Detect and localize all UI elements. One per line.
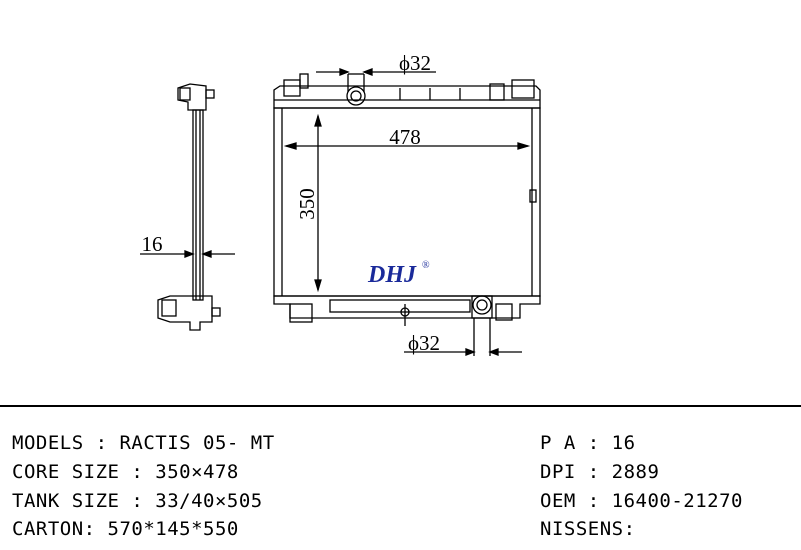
- spec-carton: CARTON: 570*145*550: [12, 518, 239, 540]
- radiator-drawing: ϕ32 478 350 16 ϕ32 DHJ ®: [140, 51, 541, 356]
- registered-mark: ®: [422, 260, 430, 271]
- section-divider: [0, 405, 801, 407]
- top-tank: [273, 73, 541, 109]
- width-dimension-label: 478: [389, 125, 421, 149]
- thickness-dimension-label: 16: [142, 232, 163, 256]
- spec-models: MODELS : RACTIS 05- MT: [12, 432, 275, 454]
- height-dimension: [314, 113, 322, 293]
- outlet-dimension: [404, 318, 522, 356]
- outlet-dimension-label: ϕ32: [408, 331, 440, 355]
- spec-core-size: CORE SIZE : 350×478: [12, 461, 239, 483]
- height-dimension-label: 350: [295, 188, 319, 220]
- spec-pa: P A : 16: [540, 432, 636, 454]
- width-dimension: [283, 142, 531, 150]
- inlet-dimension-label: ϕ32: [399, 51, 431, 75]
- bottom-tank: [273, 295, 541, 326]
- thickness-dimension: [140, 250, 235, 258]
- inlet-dimension: [316, 68, 436, 76]
- spec-oem: OEM : 16400-21270: [540, 490, 743, 512]
- brand-logo: DHJ: [367, 262, 417, 288]
- side-view: [157, 83, 221, 331]
- spec-dpi: DPI : 2889: [540, 461, 660, 483]
- spec-nissens: NISSENS:: [540, 518, 636, 540]
- spec-tank-size: TANK SIZE : 33/40×505: [12, 490, 263, 512]
